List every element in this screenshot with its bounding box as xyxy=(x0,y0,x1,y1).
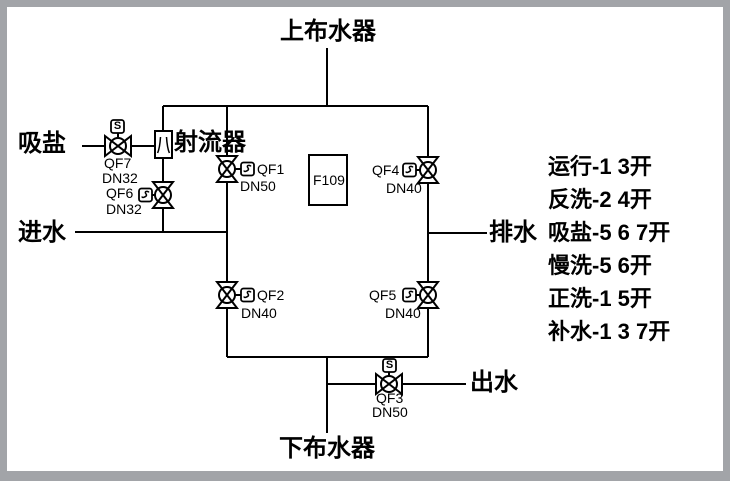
qf5-dn-label: DN40 xyxy=(385,305,421,321)
qf3-id-label: QF3 xyxy=(376,390,404,406)
ejector-symbol xyxy=(154,130,173,159)
qf7-id-label: QF7 xyxy=(104,155,132,171)
salt-inlet-label: 吸盐 xyxy=(18,130,66,157)
water-outlet-label: 出水 xyxy=(470,369,518,396)
qf3-solenoid-box xyxy=(382,358,397,373)
qf4-id-label: QF4 xyxy=(372,162,400,178)
valve-qf3 xyxy=(375,358,403,395)
vessel-tag-label: F109 xyxy=(313,172,345,188)
qf2-id-label: QF2 xyxy=(257,287,285,303)
qf1-id-label: QF1 xyxy=(257,161,285,177)
water-inlet-label: 进水 xyxy=(18,219,66,246)
qf3-solenoid-symbol: S xyxy=(385,359,394,371)
upper-distributor-label: 上布水器 xyxy=(280,18,376,45)
drain-label: 排水 xyxy=(489,219,537,246)
qf3-dn-label: DN50 xyxy=(372,404,408,420)
diagram-paper xyxy=(7,7,723,471)
mode-legend: 运行-1 3开 反洗-2 4开 吸盐-5 6 7开 慢洗-5 6开 正洗-1 5… xyxy=(548,150,670,348)
mode-salt-suction: 吸盐-5 6 7开 xyxy=(548,220,671,245)
qf5-id-label: QF5 xyxy=(369,287,397,303)
qf7-dn-label: DN32 xyxy=(102,170,138,186)
mode-fast-rinse: 正洗-1 5开 xyxy=(548,286,652,311)
valve-qf6 xyxy=(138,181,174,209)
qf2-dn-label: DN40 xyxy=(241,305,277,321)
mode-slow-rinse: 慢洗-5 6开 xyxy=(548,253,652,278)
pipe-lines xyxy=(75,48,487,433)
mode-refill: 补水-1 3 7开 xyxy=(548,319,671,344)
qf1-dn-label: DN50 xyxy=(240,178,276,194)
qf6-id-label: QF6 xyxy=(106,185,134,201)
mode-backwash: 反洗-2 4开 xyxy=(548,187,652,212)
qf4-dn-label: DN40 xyxy=(386,180,422,196)
ejector-label: 射流器 xyxy=(174,129,246,156)
qf7-solenoid-box xyxy=(110,119,125,134)
mode-run: 运行-1 3开 xyxy=(548,154,652,179)
qf7-solenoid-symbol: S xyxy=(113,120,122,132)
valve-qf7 xyxy=(104,119,132,157)
vessel-tag-box xyxy=(308,154,348,206)
qf6-dn-label: DN32 xyxy=(106,201,142,217)
lower-distributor-label: 下布水器 xyxy=(279,435,375,462)
